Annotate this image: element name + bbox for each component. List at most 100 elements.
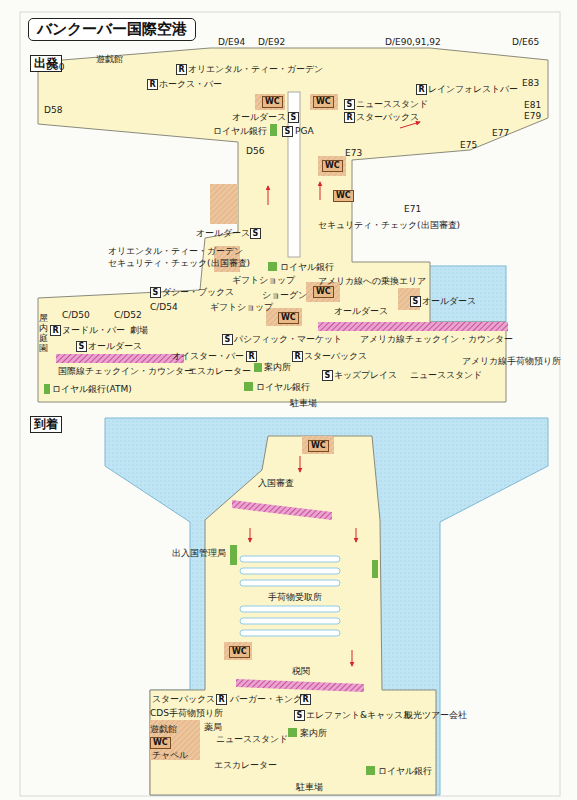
water-area [105, 418, 548, 795]
place-label: D/E65 [512, 37, 539, 48]
place-label: E75 [460, 140, 477, 151]
place-label: C/D50 [62, 310, 90, 321]
office-mark [372, 560, 378, 578]
node-text: WC [265, 97, 280, 106]
place-label: バーガー・キング [230, 694, 302, 705]
place-label: D/E90,91,92 [385, 37, 441, 48]
node-text: S [285, 127, 291, 136]
facility-icon: S [250, 228, 261, 239]
place-label: ヌードル・バー [62, 325, 125, 336]
place-label: 手荷物受取所 [268, 592, 322, 603]
node-text: S [253, 229, 259, 238]
node-text: R [418, 85, 424, 94]
node-text: 到着 [34, 417, 58, 431]
place-label: D/E94 [218, 37, 245, 48]
shop-block [318, 156, 346, 176]
flow-arrow [352, 650, 353, 666]
node-text: R [294, 352, 300, 361]
place-label: D/E92 [258, 37, 285, 48]
restroom-box: WC [333, 190, 354, 202]
restroom-box: WC [313, 96, 334, 108]
immigration-counter [232, 500, 332, 520]
place-label: ショーグン [262, 290, 307, 301]
bank-mark [44, 384, 50, 394]
place-label: ニューススタンド [356, 99, 428, 110]
facility-icon: S [288, 112, 299, 123]
place-label: C/D54 [150, 302, 178, 313]
place-label: オールダース [196, 228, 250, 239]
node-text: S [225, 335, 231, 344]
facility-icon: R [292, 351, 303, 362]
place-label: E77 [492, 128, 509, 139]
node-text: WC [325, 161, 340, 170]
bank-mark [270, 124, 277, 136]
place-label: レインフォレストバー [428, 84, 518, 95]
departure-floor [38, 48, 548, 402]
node-text: S [153, 288, 159, 297]
place-label: ロイヤル銀行(ATM) [52, 384, 132, 395]
place-label: ロイヤル銀行 [378, 766, 432, 777]
place-label: セキュリティ・チェック(出国審査) [108, 258, 250, 269]
place-label: セキュリティ・チェック(出国審査) [318, 220, 460, 231]
flow-arrow [300, 456, 301, 472]
place-label: チャペル [152, 750, 188, 761]
place-label: 案内所 [300, 728, 327, 739]
place-label: オールダース [88, 341, 142, 352]
place-label: E83 [522, 78, 539, 89]
flow-arrow [250, 528, 251, 542]
place-label: オイスター・バー [172, 351, 244, 362]
shop-block [398, 288, 420, 310]
facility-icon: R [416, 84, 427, 95]
node-text: S [291, 113, 297, 122]
facility-icon: S [410, 296, 421, 307]
facility-icon: S [294, 710, 305, 721]
place-label: ニューススタンド [410, 370, 482, 381]
place-label: オールダース [334, 306, 388, 317]
place-label: E71 [404, 204, 421, 215]
restroom-box: WC [322, 160, 343, 172]
map-title: バンクーバー国際空港 [28, 18, 196, 41]
place-label: スターバックス [356, 112, 419, 123]
checkin-counter [318, 322, 508, 331]
shop-block [210, 184, 238, 224]
place-label: 入国審査 [258, 478, 294, 489]
place-label: 屋内庭園 [39, 314, 48, 354]
arrival-floor [150, 436, 436, 795]
restroom-box: WC [229, 646, 250, 658]
place-label: ギフトショップ [210, 302, 273, 313]
place-label: スターバックス [152, 694, 215, 705]
node-text: WC [281, 313, 296, 322]
place-label: ギフトショップ [232, 275, 295, 286]
place-label: 駐車場 [290, 398, 317, 409]
node-text: WC [336, 191, 351, 200]
place-label: 遊戯館 [150, 724, 177, 735]
shop-block [255, 94, 285, 110]
node-text: WC [316, 287, 331, 296]
place-label: オールダース [422, 296, 476, 307]
node-text: S [413, 297, 419, 306]
water-area [428, 266, 506, 322]
place-label: PGA [295, 126, 314, 137]
bank-mark [366, 766, 375, 775]
flow-arrow [356, 528, 357, 542]
place-label: スターバックス [304, 351, 367, 362]
node-text: R [248, 352, 254, 361]
facility-icon: R [176, 64, 187, 75]
node-text: WC [316, 97, 331, 106]
place-label: アメリカ線手荷物預り所 [462, 356, 561, 367]
node-text: S [79, 342, 85, 351]
office-mark [230, 545, 237, 565]
facility-icon: R [147, 79, 158, 90]
place-label: 税関 [292, 666, 310, 677]
shop-block [224, 642, 252, 660]
flow-arrow [268, 186, 269, 205]
section-box: 到着 [30, 416, 62, 433]
facility-icon: S [76, 341, 87, 352]
shop-block [310, 94, 338, 110]
flow-arrow [320, 182, 321, 200]
facility-icon: S [344, 99, 355, 110]
place-label: 観光ツアー会社 [404, 710, 467, 721]
facility-icon: R [50, 325, 61, 336]
restroom-box: WC [150, 737, 171, 749]
facility-icon: S [282, 126, 293, 137]
